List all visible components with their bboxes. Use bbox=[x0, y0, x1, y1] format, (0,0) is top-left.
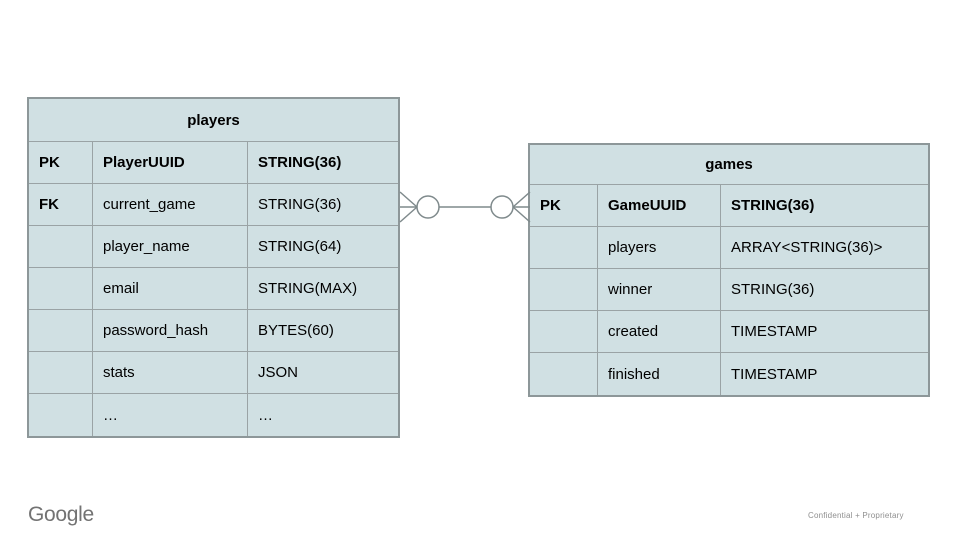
table-cell-name: stats bbox=[93, 352, 248, 394]
table-cell-key bbox=[29, 226, 93, 268]
zero-cardinality-circle-left bbox=[416, 195, 440, 219]
table-cell-name: … bbox=[93, 394, 248, 436]
table-cell-type: STRING(36) bbox=[248, 184, 398, 226]
table-title: players bbox=[29, 99, 398, 142]
table-cell-type: TIMESTAMP bbox=[731, 365, 818, 383]
table-cell-key bbox=[29, 352, 93, 394]
table-cell-type: JSON bbox=[248, 352, 398, 394]
table-cell-key: PK bbox=[29, 142, 93, 184]
table-cell-type: TIMESTAMP bbox=[721, 311, 928, 353]
table-title: games bbox=[530, 145, 928, 185]
er-table-games: games PK GameUUID STRING(36) players ARR… bbox=[528, 143, 930, 397]
table-cell-name: finished bbox=[598, 353, 721, 395]
table-cell-key bbox=[29, 268, 93, 310]
table-cell-type: STRING(36) bbox=[721, 269, 928, 311]
table-cell-name: password_hash bbox=[93, 310, 248, 352]
google-logo: Google bbox=[28, 503, 94, 526]
table-cell-type: STRING(36) bbox=[721, 185, 928, 227]
table-cell-type: ARRAY<STRING(36)> bbox=[721, 227, 928, 269]
er-table-players: players PK PlayerUUID STRING(36) FK curr… bbox=[27, 97, 400, 438]
many-crowfoot-icon-left bbox=[399, 191, 418, 223]
table-cell-name: created bbox=[598, 311, 721, 353]
table-cell-key: FK bbox=[29, 184, 93, 226]
table-cell-name: PlayerUUID bbox=[93, 142, 248, 184]
table-cell-name: GameUUID bbox=[598, 185, 721, 227]
table-cell-key bbox=[29, 310, 93, 352]
zero-cardinality-circle-right bbox=[490, 195, 514, 219]
table-cell-key bbox=[530, 269, 598, 311]
table-cell-key bbox=[530, 311, 598, 353]
table-cell-name: player_name bbox=[93, 226, 248, 268]
table-cell-key: PK bbox=[530, 185, 598, 227]
table-cell-name: email bbox=[93, 268, 248, 310]
table-cell-name: current_game bbox=[93, 184, 248, 226]
table-cell-type: … bbox=[258, 406, 273, 424]
table-cell-type: BYTES(60) bbox=[248, 310, 398, 352]
table-cell-type: STRING(64) bbox=[248, 226, 398, 268]
table-cell-key bbox=[29, 394, 93, 436]
table-cell-key bbox=[530, 353, 598, 395]
confidential-label: Confidential + Proprietary bbox=[808, 511, 904, 520]
table-cell-name: players bbox=[598, 227, 721, 269]
table-cell-key bbox=[530, 227, 598, 269]
table-cell-type: STRING(MAX) bbox=[248, 268, 398, 310]
table-cell-name: winner bbox=[598, 269, 721, 311]
table-cell-type: STRING(36) bbox=[248, 142, 398, 184]
